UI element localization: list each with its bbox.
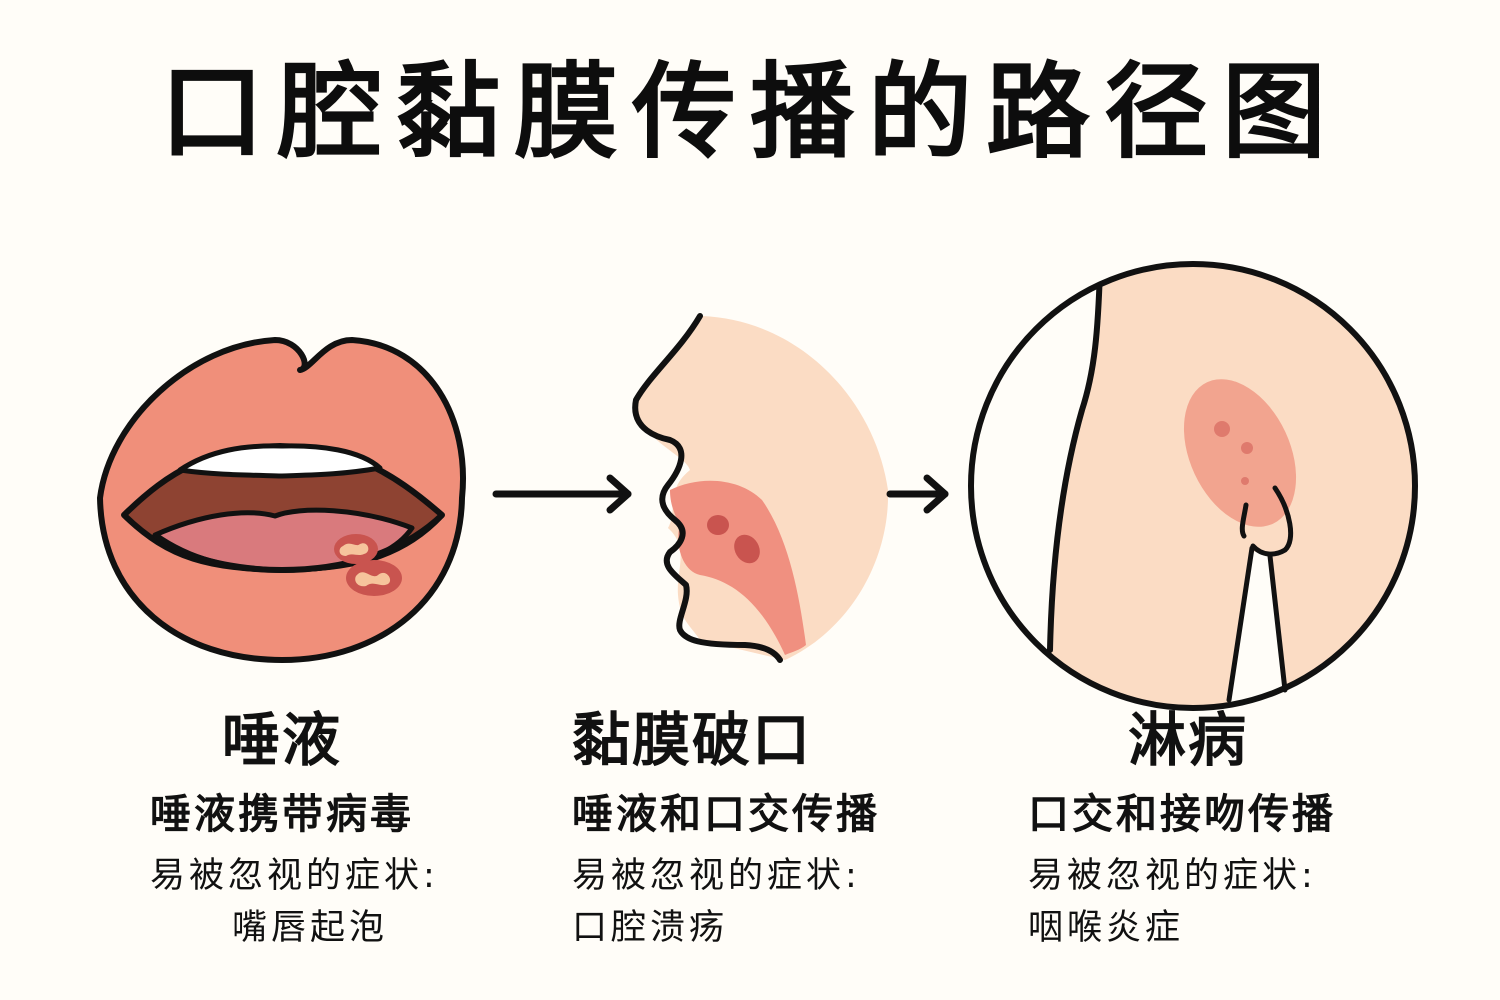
step-saliva: 唾液 唾液携带病毒 易被忽视的症状: 嘴唇起泡 <box>150 700 470 954</box>
lips-illustration <box>97 337 466 663</box>
symptom-label: 易被忽视的症状: <box>1028 856 1317 896</box>
symptom-label: 易被忽视的症状: <box>572 856 861 896</box>
lower-lip-line <box>153 512 445 574</box>
step-subtitle: 唾液和口交传播 <box>572 790 880 838</box>
step-subtitle: 唾液携带病毒 <box>150 790 414 838</box>
step-heading: 黏膜破口 <box>572 706 813 774</box>
arrow-right-icon <box>886 474 949 514</box>
step-gonorrhea: 淋病 口交和接吻传播 易被忽视的症状: 咽喉炎症 <box>1028 700 1388 954</box>
face-profile-outline <box>632 313 783 663</box>
lesion-dot-2 <box>1241 442 1253 454</box>
step-heading: 唾液 <box>222 706 343 774</box>
face-profile-illustration <box>632 313 889 663</box>
lesion-dot-3 <box>1241 477 1249 485</box>
lesion-dot-1 <box>1214 421 1230 437</box>
oral-ulcer-2 <box>734 534 760 564</box>
cold-sore-1 <box>334 534 378 564</box>
step-subtitle: 口交和接吻传播 <box>1028 790 1336 838</box>
cold-sore-2 <box>346 560 402 596</box>
symptom-text: 咽喉炎症 <box>1028 908 1185 948</box>
symptom-label: 易被忽视的症状: <box>150 856 439 896</box>
step-heading: 淋病 <box>1128 706 1249 774</box>
leg-gap <box>1228 551 1285 708</box>
magnify-circle-outline <box>968 261 1418 711</box>
arrow-right-icon <box>492 474 632 514</box>
groin-illustration <box>968 261 1418 711</box>
mouth-throat-mucosa <box>670 480 806 655</box>
oral-ulcer-1 <box>707 515 729 535</box>
scrotum-outline <box>1239 485 1294 557</box>
leg-lines <box>1226 545 1288 703</box>
symptom-text: 口腔溃疡 <box>572 908 729 948</box>
teeth <box>177 443 383 479</box>
page-title: 口腔黏膜传播的路径图 <box>159 51 1340 173</box>
rash-patch <box>1183 379 1297 527</box>
step-mucosa-break: 黏膜破口 唾液和口交传播 易被忽视的症状: 口腔溃疡 <box>572 700 902 954</box>
symptom-text: 嘴唇起泡 <box>232 908 389 948</box>
body-outline <box>1047 267 1103 653</box>
